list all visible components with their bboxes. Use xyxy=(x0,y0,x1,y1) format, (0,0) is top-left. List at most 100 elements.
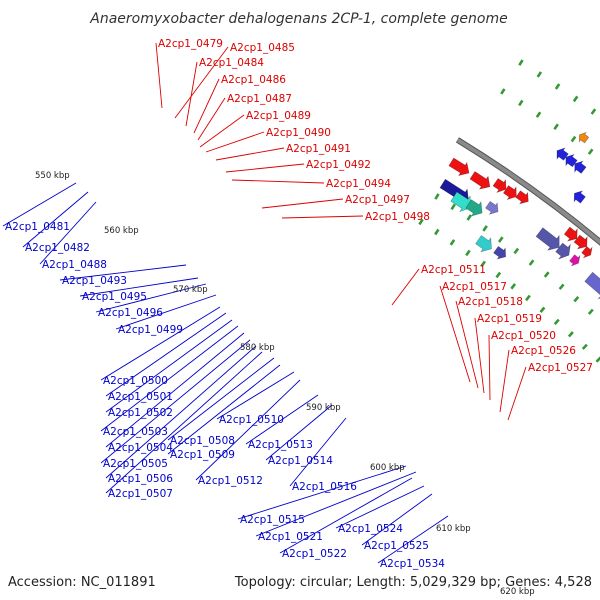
gene-feature[interactable] xyxy=(515,190,529,205)
reverse-gene-label[interactable]: A2cp1_0488 xyxy=(42,259,107,271)
reverse-gene-label[interactable]: A2cp1_0504 xyxy=(108,442,173,454)
forward-leader-line xyxy=(215,147,285,161)
forward-gene-label[interactable]: A2cp1_0489 xyxy=(246,110,311,122)
scale-label: 550 kbp xyxy=(35,171,70,181)
reverse-leader-line xyxy=(255,471,417,537)
reverse-gene-label[interactable]: A2cp1_0503 xyxy=(103,426,168,438)
forward-gene-label[interactable]: A2cp1_0490 xyxy=(266,127,331,139)
gene-feature[interactable] xyxy=(493,245,507,260)
reverse-gene-label[interactable]: A2cp1_0500 xyxy=(103,375,168,387)
tick-dot xyxy=(434,228,440,236)
gene-feature[interactable] xyxy=(448,157,470,176)
forward-gene-label[interactable]: A2cp1_0511 xyxy=(421,264,486,276)
reverse-gene-label[interactable]: A2cp1_0521 xyxy=(258,531,323,543)
gene-feature[interactable] xyxy=(565,153,578,168)
gene-feature[interactable] xyxy=(569,254,581,267)
forward-leader-line xyxy=(281,215,364,219)
gene-feature[interactable] xyxy=(584,271,600,300)
gene-feature[interactable] xyxy=(555,242,571,260)
scale-label: 570 kbp xyxy=(173,285,208,295)
forward-gene-label[interactable]: A2cp1_0491 xyxy=(286,143,351,155)
forward-gene-label[interactable]: A2cp1_0517 xyxy=(442,281,507,293)
reverse-leader-line xyxy=(39,201,97,265)
forward-leader-line xyxy=(155,42,163,109)
reverse-leader-line xyxy=(22,191,89,248)
reverse-gene-label[interactable]: A2cp1_0499 xyxy=(118,324,183,336)
reverse-gene-label[interactable]: A2cp1_0507 xyxy=(108,488,173,500)
gene-feature[interactable] xyxy=(492,178,507,193)
forward-gene-label[interactable]: A2cp1_0520 xyxy=(491,330,556,342)
forward-leader-line xyxy=(439,285,471,383)
reverse-gene-label[interactable]: A2cp1_0505 xyxy=(103,458,168,470)
reverse-gene-label[interactable]: A2cp1_0515 xyxy=(240,514,305,526)
reverse-gene-label[interactable]: A2cp1_0512 xyxy=(198,475,263,487)
reverse-gene-label[interactable]: A2cp1_0495 xyxy=(82,291,147,303)
forward-leader-line xyxy=(199,114,245,148)
scale-label: 580 kbp xyxy=(240,343,275,353)
reverse-gene-label[interactable]: A2cp1_0525 xyxy=(364,540,429,552)
forward-gene-label[interactable]: A2cp1_0518 xyxy=(458,296,523,308)
forward-gene-label[interactable]: A2cp1_0527 xyxy=(528,362,593,374)
reverse-leader-line xyxy=(105,319,233,413)
scale-label: 600 kbp xyxy=(370,463,405,473)
forward-gene-label[interactable]: A2cp1_0526 xyxy=(511,345,576,357)
tick-dot xyxy=(539,306,546,313)
gene-feature[interactable] xyxy=(563,226,578,242)
reverse-gene-label[interactable]: A2cp1_0510 xyxy=(219,414,284,426)
reverse-gene-label[interactable]: A2cp1_0481 xyxy=(5,221,70,233)
forward-gene-label[interactable]: A2cp1_0497 xyxy=(345,194,410,206)
scale-label: 610 kbp xyxy=(436,524,471,534)
reverse-gene-label[interactable]: A2cp1_0493 xyxy=(62,275,127,287)
reverse-gene-label[interactable]: A2cp1_0534 xyxy=(380,558,445,570)
reverse-gene-label[interactable]: A2cp1_0513 xyxy=(248,439,313,451)
forward-gene-label[interactable]: A2cp1_0485 xyxy=(230,42,295,54)
reverse-leader-line xyxy=(237,465,407,520)
gene-feature[interactable] xyxy=(556,147,569,161)
reverse-gene-label[interactable]: A2cp1_0502 xyxy=(108,407,173,419)
reverse-gene-label[interactable]: A2cp1_0509 xyxy=(170,449,235,461)
forward-gene-label[interactable]: A2cp1_0519 xyxy=(477,313,542,325)
reverse-gene-label[interactable]: A2cp1_0524 xyxy=(338,523,403,535)
reverse-gene-label[interactable]: A2cp1_0482 xyxy=(25,242,90,254)
scale-label: 590 kbp xyxy=(306,403,341,413)
reverse-gene-label[interactable]: A2cp1_0496 xyxy=(98,307,163,319)
reverse-gene-label[interactable]: A2cp1_0506 xyxy=(108,473,173,485)
forward-leader-line xyxy=(261,198,344,209)
forward-gene-label[interactable]: A2cp1_0498 xyxy=(365,211,430,223)
forward-leader-line xyxy=(391,268,420,306)
reverse-leader-line xyxy=(265,404,333,461)
gene-feature[interactable] xyxy=(573,234,588,250)
forward-gene-label[interactable]: A2cp1_0484 xyxy=(199,57,264,69)
tick-dot xyxy=(587,308,594,315)
reverse-gene-label[interactable]: A2cp1_0516 xyxy=(292,481,357,493)
gene-feature[interactable] xyxy=(469,171,491,190)
forward-gene-label[interactable]: A2cp1_0492 xyxy=(306,159,371,171)
gene-feature[interactable] xyxy=(574,160,587,174)
reverse-gene-label[interactable]: A2cp1_0522 xyxy=(282,548,347,560)
gene-feature[interactable] xyxy=(573,190,586,204)
gene-feature[interactable] xyxy=(581,246,593,259)
gene-feature[interactable] xyxy=(465,199,483,217)
tick-dot xyxy=(570,135,577,143)
gene-feature[interactable] xyxy=(485,200,499,215)
tick-dot xyxy=(558,283,565,290)
forward-leader-line xyxy=(197,97,226,141)
gene-feature[interactable] xyxy=(578,131,590,144)
tick-dot xyxy=(500,88,506,95)
reverse-gene-label[interactable]: A2cp1_0508 xyxy=(170,435,235,447)
reverse-gene-label[interactable]: A2cp1_0501 xyxy=(108,391,173,403)
gene-feature[interactable] xyxy=(502,185,517,201)
forward-gene-label[interactable]: A2cp1_0479 xyxy=(158,38,223,50)
forward-leader-line xyxy=(507,366,527,421)
reverse-gene-label[interactable]: A2cp1_0514 xyxy=(268,455,333,467)
tick-dot xyxy=(536,71,543,78)
forward-gene-label[interactable]: A2cp1_0487 xyxy=(227,93,292,105)
tick-dot xyxy=(572,95,579,103)
forward-gene-label[interactable]: A2cp1_0494 xyxy=(326,178,391,190)
tick-dot xyxy=(525,294,531,302)
forward-gene-label[interactable]: A2cp1_0486 xyxy=(221,74,286,86)
gene-feature[interactable] xyxy=(475,235,492,253)
reverse-leader-line xyxy=(335,485,425,529)
gene-feature[interactable] xyxy=(535,227,560,251)
